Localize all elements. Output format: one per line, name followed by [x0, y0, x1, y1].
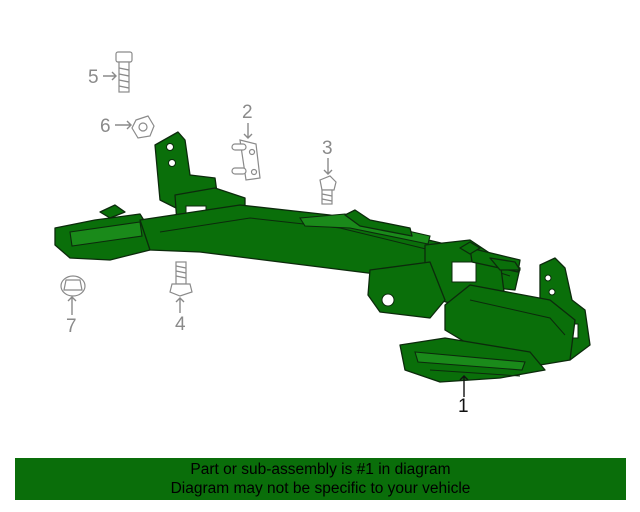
callout-3: 3: [322, 138, 333, 159]
bolt-icon: [115, 51, 133, 93]
callout-1: 1: [458, 396, 469, 417]
callout-6: 6: [100, 116, 111, 137]
parts-diagram: 1 2 3 4 5 6 7: [54, 51, 591, 417]
callout-7: 7: [66, 316, 77, 337]
frame-assembly: [54, 131, 591, 383]
shackle-icon: [231, 139, 261, 181]
callout-2: 2: [242, 102, 253, 123]
info-banner: Part or sub-assembly is #1 in diagram Di…: [15, 458, 626, 500]
flange-nut-icon: [60, 275, 86, 297]
hex-bolt-icon: [169, 261, 193, 297]
callout-5: 5: [88, 67, 99, 88]
banner-line-1: Part or sub-assembly is #1 in diagram: [190, 461, 451, 478]
callout-leaders: [67, 71, 469, 397]
callout-4: 4: [175, 314, 186, 335]
flange-bolt-icon: [319, 175, 337, 205]
banner-line-2: Diagram may not be specific to your vehi…: [170, 480, 471, 497]
nut-icon: [131, 115, 155, 139]
